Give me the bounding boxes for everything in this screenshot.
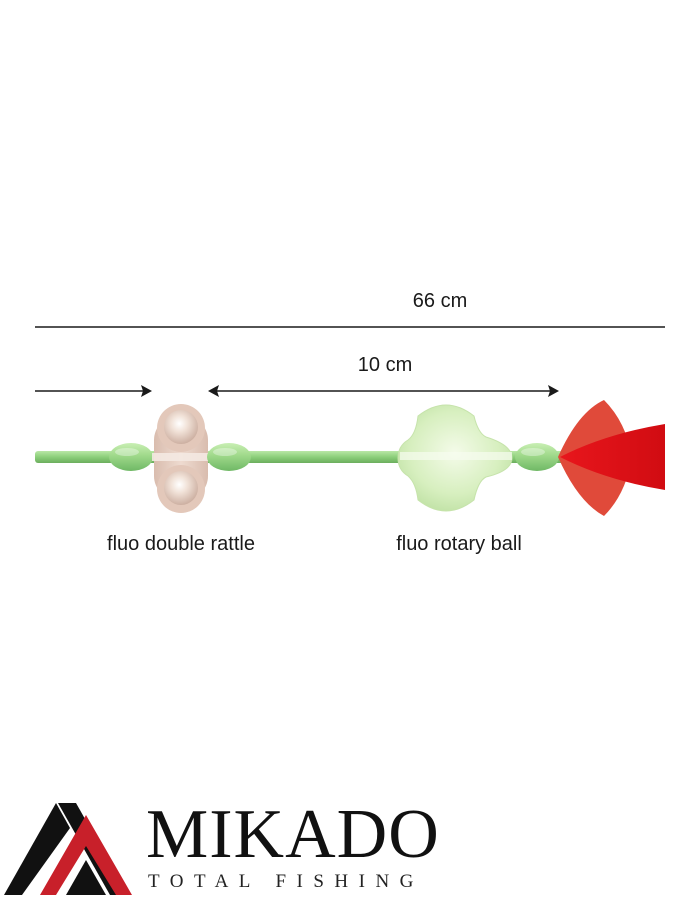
spacing-length-label: 10 cm bbox=[357, 354, 413, 376]
rotary-label: fluo rotary ball bbox=[396, 533, 522, 555]
bead bbox=[515, 443, 559, 471]
double-rattle bbox=[152, 404, 210, 513]
rattle-arrow bbox=[35, 385, 152, 397]
rattle-label: fluo double rattle bbox=[107, 533, 255, 555]
bead bbox=[109, 443, 153, 471]
rotary-ball bbox=[397, 404, 513, 512]
total-length-label: 66 cm bbox=[412, 290, 468, 312]
mikado-logo-mark bbox=[4, 803, 132, 895]
spacing-arrow bbox=[208, 385, 559, 397]
brand-tagline: TOTAL FISHING bbox=[148, 871, 424, 892]
lure-skirt bbox=[558, 400, 665, 516]
bead bbox=[207, 443, 251, 471]
brand-name: MIKADO bbox=[146, 796, 440, 873]
